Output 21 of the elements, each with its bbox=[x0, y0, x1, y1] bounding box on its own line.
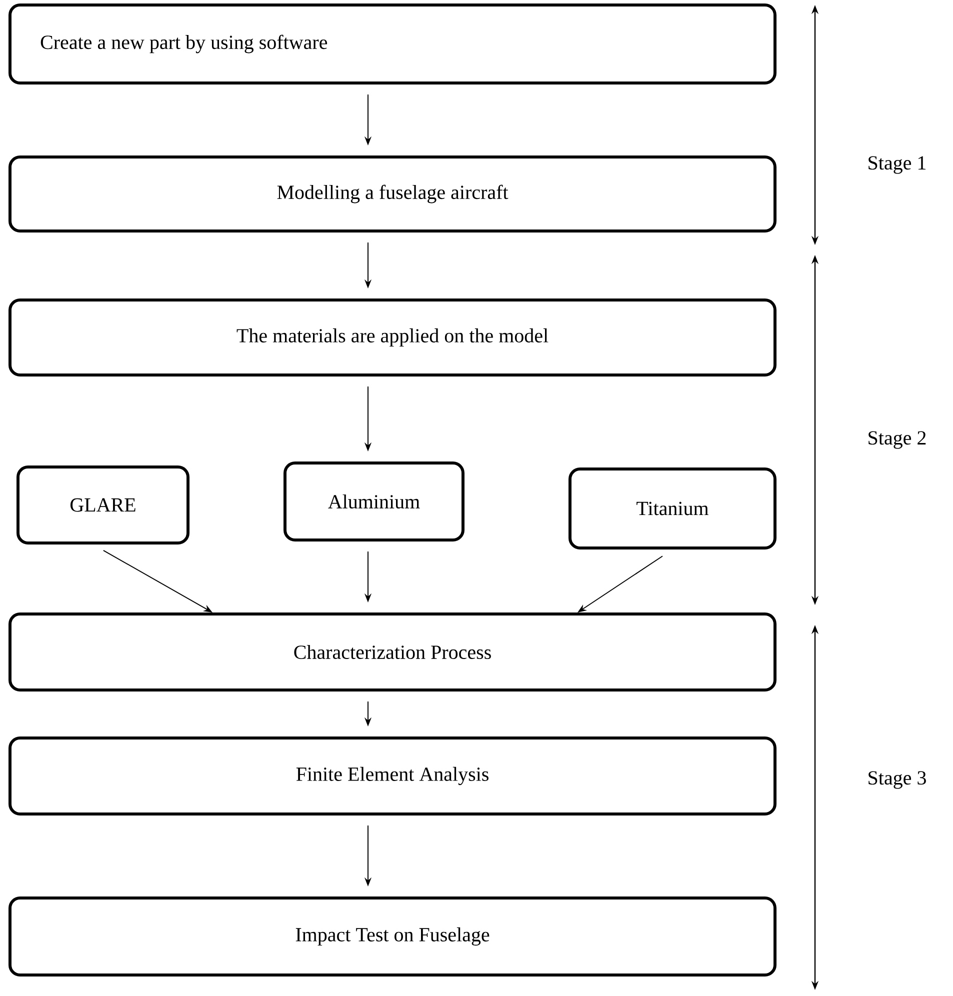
box-text: GLARE bbox=[70, 498, 136, 512]
stage-label: Stage 2 bbox=[868, 431, 926, 449]
box-text: Finite Element Analysis bbox=[296, 766, 488, 786]
box-text: Impact Test on Fuselage bbox=[296, 927, 490, 946]
box-text: The materials are applied on the model bbox=[236, 328, 548, 347]
box-text: Aluminium bbox=[328, 494, 420, 509]
process-box bbox=[8, 896, 776, 976]
material-box bbox=[568, 468, 776, 550]
stage-label: Stage 1 bbox=[868, 156, 926, 174]
material-box bbox=[16, 466, 190, 544]
process-box bbox=[8, 736, 776, 816]
box-text: Modelling a fuselage aircraft bbox=[277, 184, 508, 204]
box-text: Titanium bbox=[636, 502, 708, 516]
box-text: Characterization Process bbox=[294, 644, 491, 660]
process-box bbox=[8, 612, 776, 692]
stage-label: Stage 3 bbox=[868, 771, 926, 789]
process-box bbox=[8, 298, 776, 376]
material-box bbox=[284, 462, 464, 542]
process-box bbox=[8, 156, 776, 232]
process-box bbox=[8, 4, 776, 84]
box-text: Create a new part by using software bbox=[40, 34, 328, 54]
